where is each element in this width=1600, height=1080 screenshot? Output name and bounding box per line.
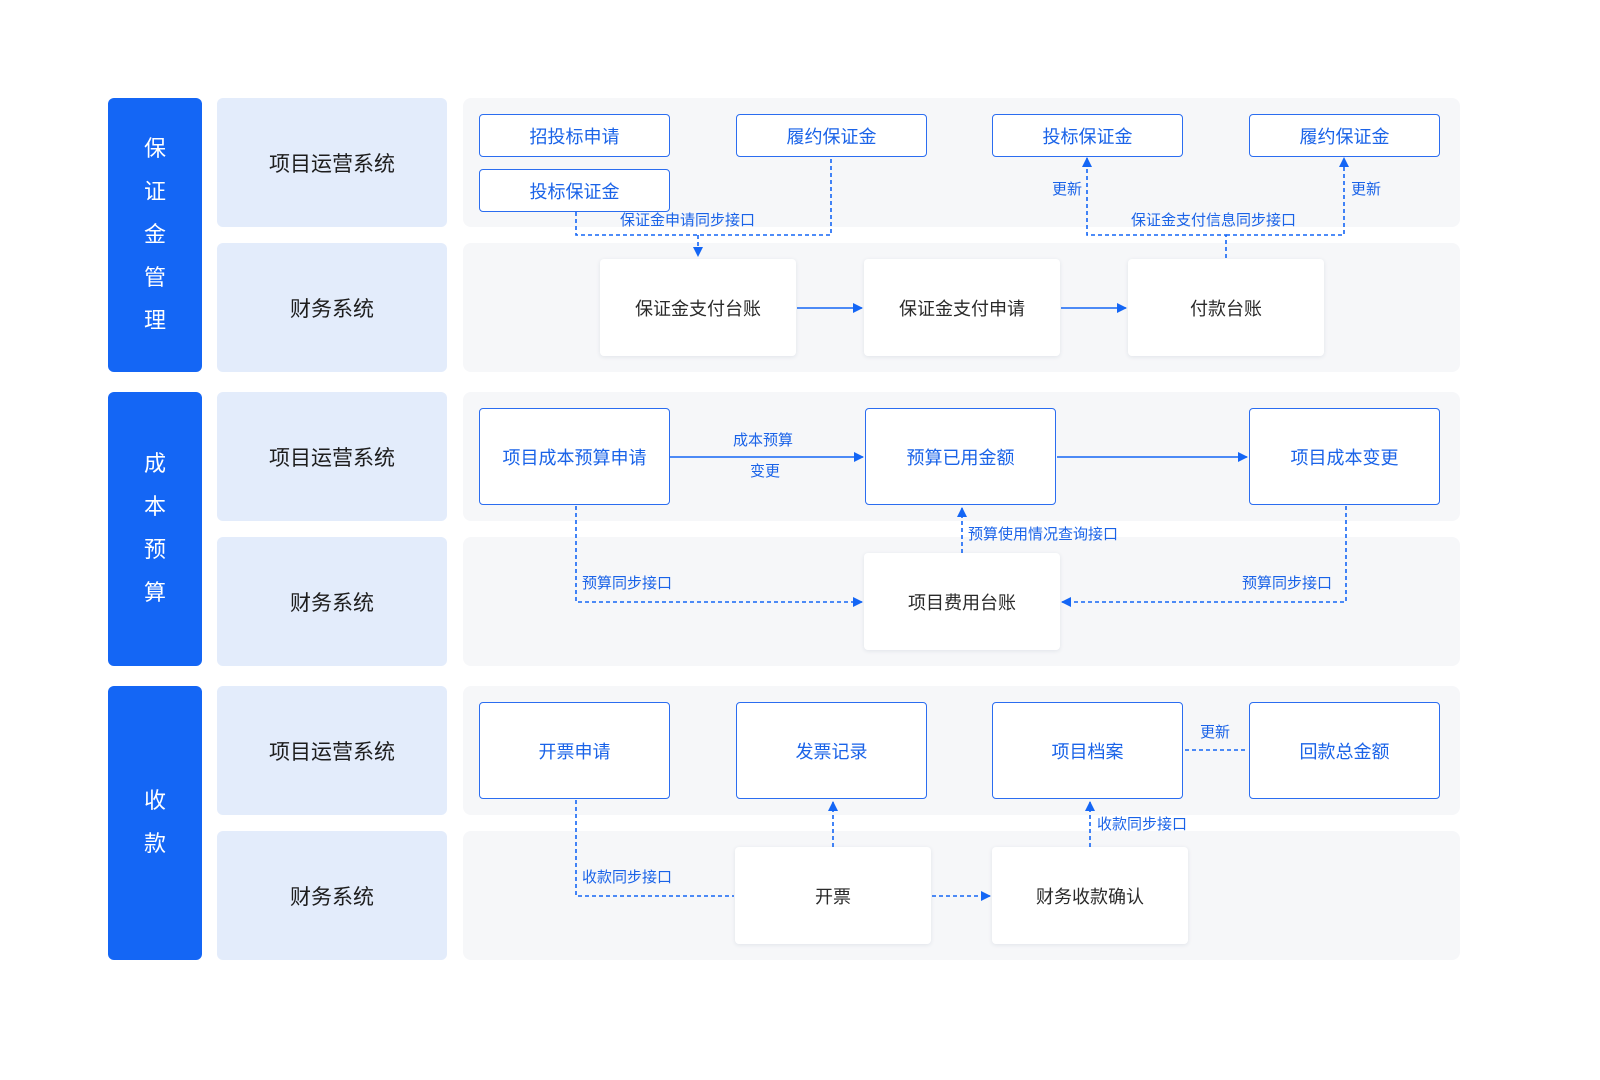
- section-char: 金: [143, 222, 166, 248]
- box-cost-budget-application[interactable]: 项目成本预算申请: [479, 408, 670, 505]
- system-label-finance: 财务系统: [217, 243, 447, 372]
- label-budget-sync: 预算同步接口: [582, 574, 673, 592]
- section-char: 管: [143, 265, 166, 291]
- system-label-ops: 项目运营系统: [217, 392, 447, 521]
- section-char: 款: [143, 832, 166, 857]
- label-update: 更新: [1351, 180, 1382, 198]
- section-label-deposit-management: 保 证 金 管 理: [108, 98, 202, 372]
- section-char: 预: [143, 538, 166, 563]
- box-tender-application[interactable]: 招投标申请: [479, 114, 670, 157]
- box-invoice-record[interactable]: 发票记录: [736, 702, 927, 799]
- box-bid-bond[interactable]: 投标保证金: [479, 169, 670, 212]
- label-update: 更新: [1200, 723, 1231, 741]
- system-label-finance: 财务系统: [217, 537, 447, 666]
- section-label-cost-budget: 成 本 预 算: [108, 392, 202, 666]
- section-char: 成: [143, 452, 166, 477]
- box-invoicing[interactable]: 开票: [735, 847, 931, 944]
- label-cost-budget: 成本预算: [733, 431, 794, 449]
- box-bid-bond[interactable]: 投标保证金: [992, 114, 1183, 157]
- box-performance-bond[interactable]: 履约保证金: [1249, 114, 1440, 157]
- box-budget-used-amount[interactable]: 预算已用金额: [865, 408, 1056, 505]
- system-label-ops: 项目运营系统: [217, 686, 447, 815]
- label-deposit-payment-sync: 保证金支付信息同步接口: [1131, 211, 1297, 229]
- box-deposit-payment-ledger[interactable]: 保证金支付台账: [600, 259, 796, 356]
- section-char: 保: [143, 136, 166, 162]
- box-performance-bond[interactable]: 履约保证金: [736, 114, 927, 157]
- section-label-collection: 收 款: [108, 686, 202, 960]
- box-deposit-payment-request[interactable]: 保证金支付申请: [864, 259, 1060, 356]
- system-label-ops: 项目运营系统: [217, 98, 447, 227]
- label-collection-sync: 收款同步接口: [582, 868, 673, 886]
- section-char: 理: [143, 308, 166, 334]
- section-char: 证: [143, 179, 166, 205]
- system-label-finance: 财务系统: [217, 831, 447, 960]
- section-char: 本: [143, 495, 166, 520]
- box-finance-receipt-confirmation[interactable]: 财务收款确认: [992, 847, 1188, 944]
- label-collection-sync: 收款同步接口: [1097, 815, 1188, 833]
- lane-collection-finance: [463, 831, 1460, 960]
- label-usage-query: 预算使用情况查询接口: [968, 525, 1119, 543]
- box-project-archive[interactable]: 项目档案: [992, 702, 1183, 799]
- box-project-cost-change[interactable]: 项目成本变更: [1249, 408, 1440, 505]
- box-invoice-application[interactable]: 开票申请: [479, 702, 670, 799]
- section-char: 算: [143, 581, 166, 606]
- label-update: 更新: [1052, 180, 1083, 198]
- label-deposit-application-sync: 保证金申请同步接口: [620, 211, 756, 229]
- label-budget-sync: 预算同步接口: [1242, 574, 1333, 592]
- box-project-expense-ledger[interactable]: 项目费用台账: [864, 553, 1060, 650]
- section-char: 收: [143, 789, 166, 814]
- box-payment-ledger[interactable]: 付款台账: [1128, 259, 1324, 356]
- box-total-received[interactable]: 回款总金额: [1249, 702, 1440, 799]
- label-change: 变更: [750, 462, 781, 480]
